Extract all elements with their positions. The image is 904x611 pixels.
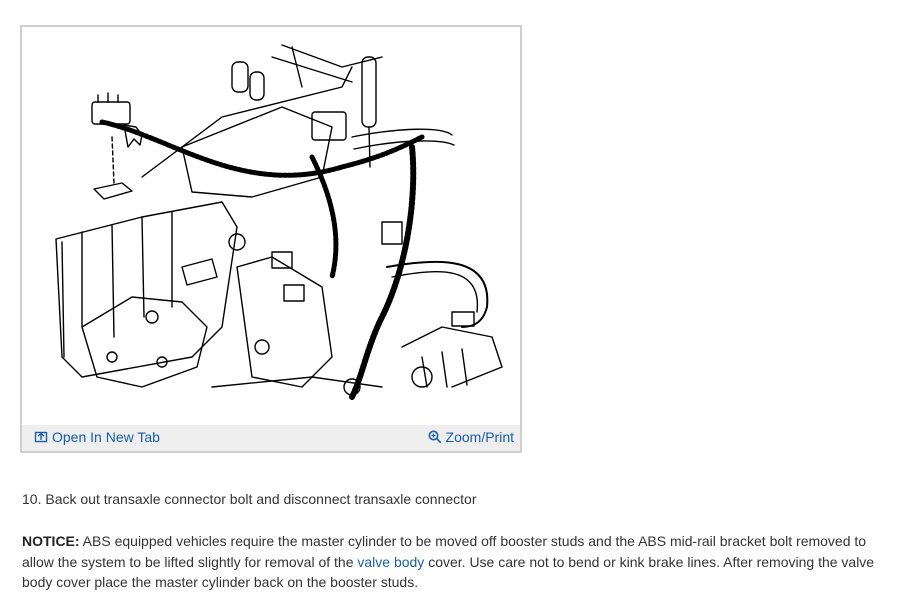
zoom-print-link[interactable]: Zoom/Print	[428, 429, 514, 445]
notice-text-before: ABS equipped vehicles require the master…	[22, 533, 867, 570]
notice-paragraph: NOTICE: ABS equipped vehicles require th…	[22, 531, 894, 593]
figure-container: Open In New Tab Zoom/Print	[20, 25, 522, 453]
open-in-new-tab-label: Open In New Tab	[52, 429, 160, 445]
notice-label: NOTICE:	[22, 533, 80, 549]
open-new-tab-icon	[34, 430, 48, 444]
transaxle-connector-diagram[interactable]	[22, 27, 520, 425]
figure-toolbar: Open In New Tab Zoom/Print	[22, 425, 520, 451]
magnifier-plus-icon	[428, 430, 442, 444]
notice-text-after: cover. Use care not to bend or kink brak…	[22, 553, 875, 591]
valve-body-link[interactable]: valve body	[357, 553, 425, 570]
step-instruction: 10. Back out transaxle connector bolt an…	[22, 491, 477, 507]
open-in-new-tab-link[interactable]: Open In New Tab	[34, 429, 160, 445]
zoom-print-label: Zoom/Print	[445, 429, 514, 445]
